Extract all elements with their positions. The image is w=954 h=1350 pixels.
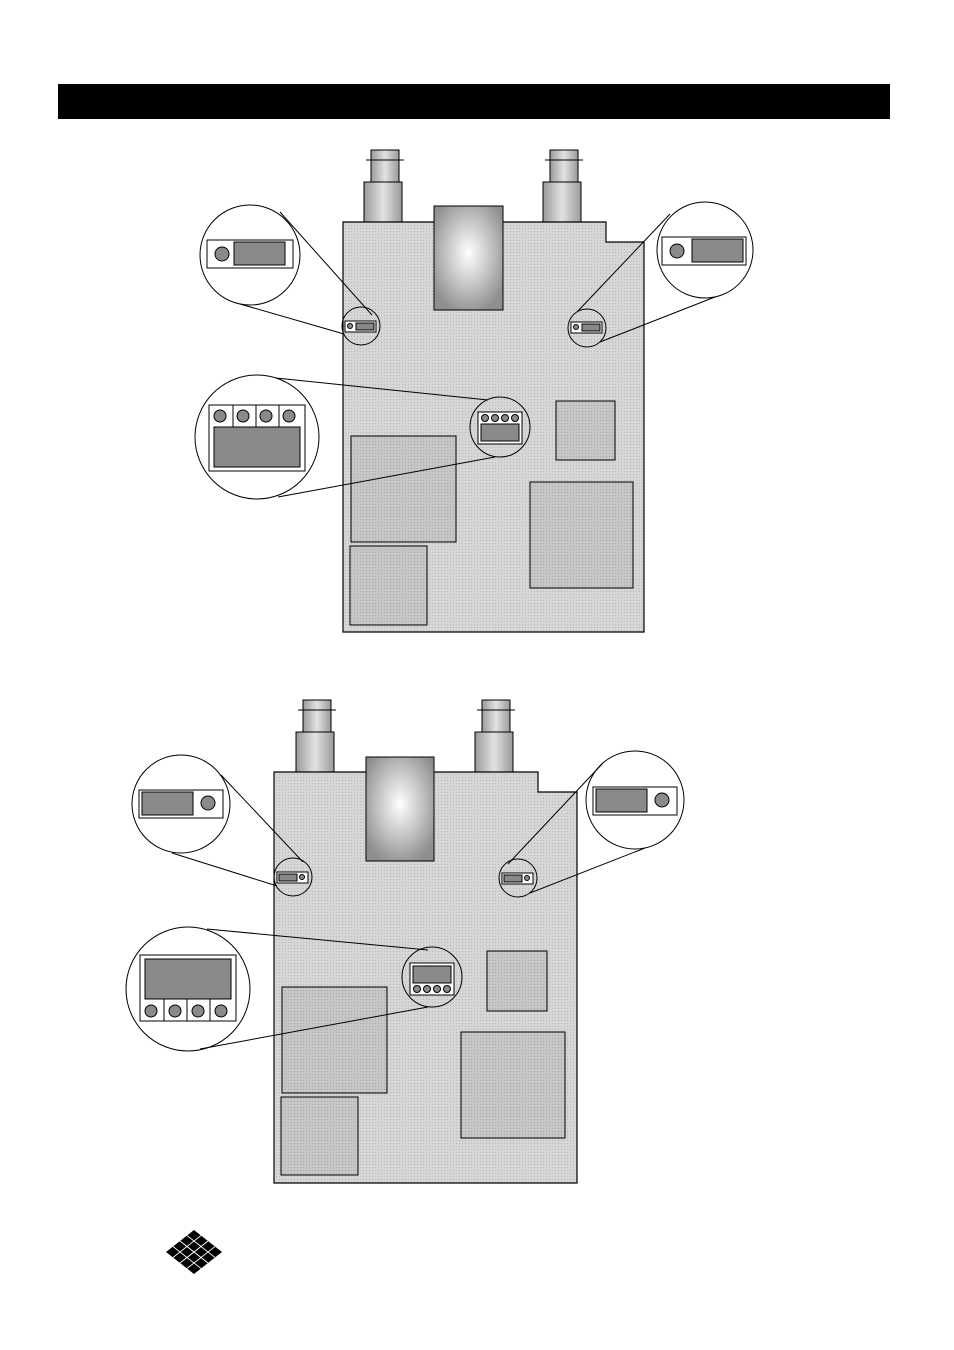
black-box-diamond-logo xyxy=(164,1228,224,1276)
board-top-figure xyxy=(195,150,753,632)
component-block xyxy=(282,987,387,1093)
component-block xyxy=(351,436,456,542)
component-block xyxy=(487,951,547,1011)
component-block xyxy=(530,482,633,588)
chip-center xyxy=(434,206,503,310)
component-block xyxy=(461,1032,565,1138)
board-bottom-figure xyxy=(126,700,684,1183)
component-block xyxy=(556,401,615,460)
chip-center xyxy=(366,757,434,861)
bnc-connector-left xyxy=(364,150,404,222)
component-block xyxy=(350,546,427,625)
bnc-connector-right xyxy=(475,700,515,772)
bnc-connector-left xyxy=(296,700,336,772)
bnc-connector-right xyxy=(543,150,583,222)
component-block xyxy=(281,1097,358,1175)
